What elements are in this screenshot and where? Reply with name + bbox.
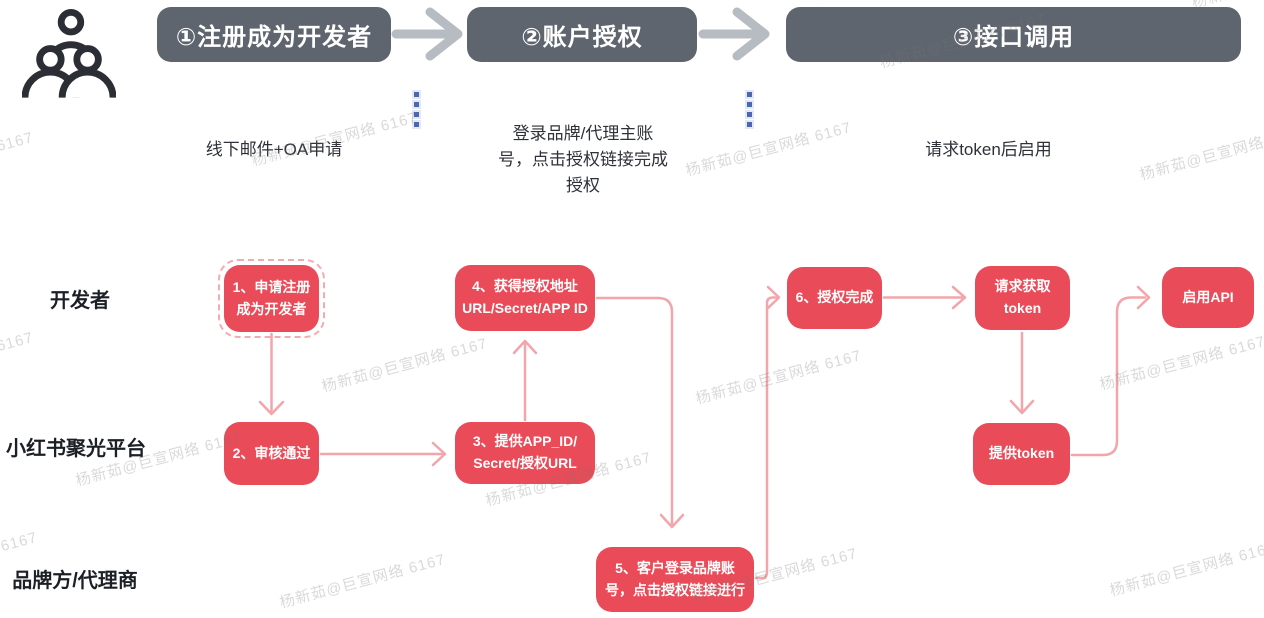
arrow-n7-to-n8-icon [1009,331,1035,415]
node-get-auth-url: 4、获得授权地址 URL/Secret/APP ID [455,265,595,331]
arrow-n1-to-n2-icon [258,332,285,416]
dotted-separator-2 [747,92,753,132]
node-customer-login-authorize: 5、客户登录品牌账 号，点击授权链接进行 [596,547,754,612]
node-authorization-complete: 6、授权完成 [787,267,882,329]
lane-label-developer: 开发者 [50,290,110,312]
separator-dot [414,112,419,117]
step-header-api-call: ③接口调用 [786,7,1241,62]
arrow-n2-to-n3-icon [319,441,447,467]
step-description-api-call: 请求token后启用 [925,140,1052,159]
node-provide-appid-secret: 3、提供APP_ID/ Secret/授权URL [455,422,595,484]
step-header-register: ①注册成为开发者 [157,7,391,62]
step-arrow-1-icon [391,7,463,61]
node-enable-api: 启用API [1162,267,1254,328]
separator-dot [747,102,752,107]
separator-dot [747,112,752,117]
node-request-token: 请求获取 token [975,266,1070,330]
step-header-authorize: ②账户授权 [467,7,697,62]
separator-dot [747,122,752,127]
node-apply-register: 1、申请注册 成为开发者 [218,259,325,338]
separator-dot [414,92,419,97]
arrow-n4-to-n5-icon [595,296,685,529]
dotted-separator-1 [414,92,420,132]
step-description-register: 线下邮件+OA申请 [205,140,343,159]
team-icon [22,8,116,98]
separator-dot [414,122,419,127]
node-review-passed: 2、审核通过 [224,422,319,485]
step-arrow-2-icon [698,7,770,61]
arrow-n6-to-n7-icon [882,285,967,310]
node-provide-token: 提供token [973,423,1070,485]
arrow-n3-to-n4-icon [512,339,538,422]
lane-label-xiaohongshu-platform: 小红书聚光平台 [6,438,146,460]
step-description-authorize: 登录品牌/代理主账 号，点击授权链接完成 授权 [498,124,668,195]
lane-label-brand-agency: 品牌方/代理商 [12,570,138,592]
separator-dot [414,102,419,107]
arrow-n5-to-n6-icon [754,285,781,580]
arrow-n8-to-n9-icon [1070,285,1151,457]
separator-dot [747,92,752,97]
